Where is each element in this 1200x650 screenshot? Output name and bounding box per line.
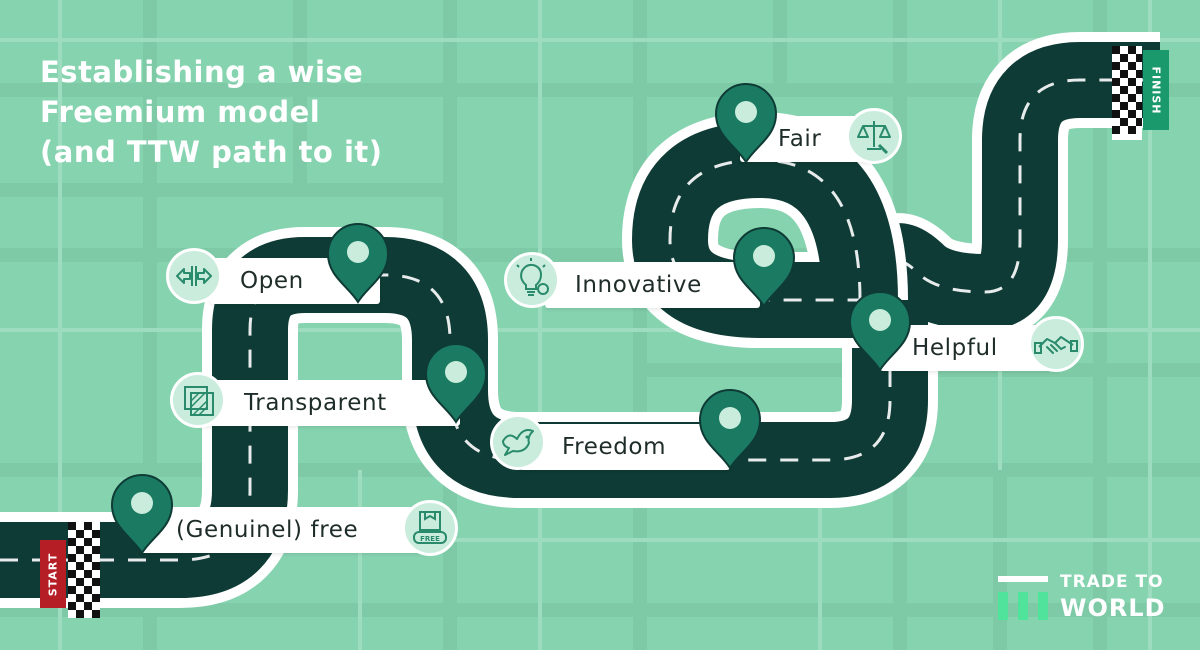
page-title: Establishing a wise Freemium model (and … (40, 52, 383, 172)
start-flag: START (40, 540, 66, 608)
free-box-icon: FREE (402, 500, 458, 556)
milestone-text: Helpful (912, 335, 998, 361)
logo-mark-icon (998, 576, 1048, 620)
logo-line-2: WORLD (1060, 594, 1166, 622)
finish-checkered-flag (1112, 46, 1142, 140)
finish-flag-label: FINISH (1149, 65, 1163, 115)
lightbulb-gear-icon (504, 252, 560, 308)
title-line-2: Freemium model (40, 95, 321, 129)
transparent-layers-icon (170, 372, 226, 428)
handshake-icon (1028, 316, 1084, 372)
milestone-text: (Genuinel) free (176, 517, 359, 543)
milestone-text: Fair (778, 126, 822, 152)
milestone-label-transparent: Transparent (200, 380, 460, 426)
milestone-text: Transparent (244, 390, 387, 416)
milestone-label-open: Open (210, 258, 380, 304)
milestone-label-freedom: Freedom (520, 424, 730, 470)
dove-icon (490, 414, 546, 470)
start-flag-label: START (46, 552, 60, 596)
milestone-text: Freedom (562, 434, 667, 460)
finish-flag: FINISH (1143, 50, 1169, 130)
milestone-label-free: (Genuinel) free (140, 507, 430, 553)
free-icon-text: FREE (420, 535, 440, 543)
scales-icon (846, 108, 902, 164)
milestone-text: Open (240, 268, 304, 294)
milestone-text: Innovative (575, 272, 702, 298)
title-line-1: Establishing a wise (40, 55, 364, 89)
open-arrows-icon (166, 248, 222, 304)
start-checkered-flag (68, 522, 100, 618)
logo-line-1: TRADE TO (1060, 572, 1164, 592)
milestone-label-innovative: Innovative (545, 262, 760, 308)
title-line-3: (and TTW path to it) (40, 135, 383, 169)
trade-to-world-logo: TRADE TO WORLD (996, 572, 1186, 624)
